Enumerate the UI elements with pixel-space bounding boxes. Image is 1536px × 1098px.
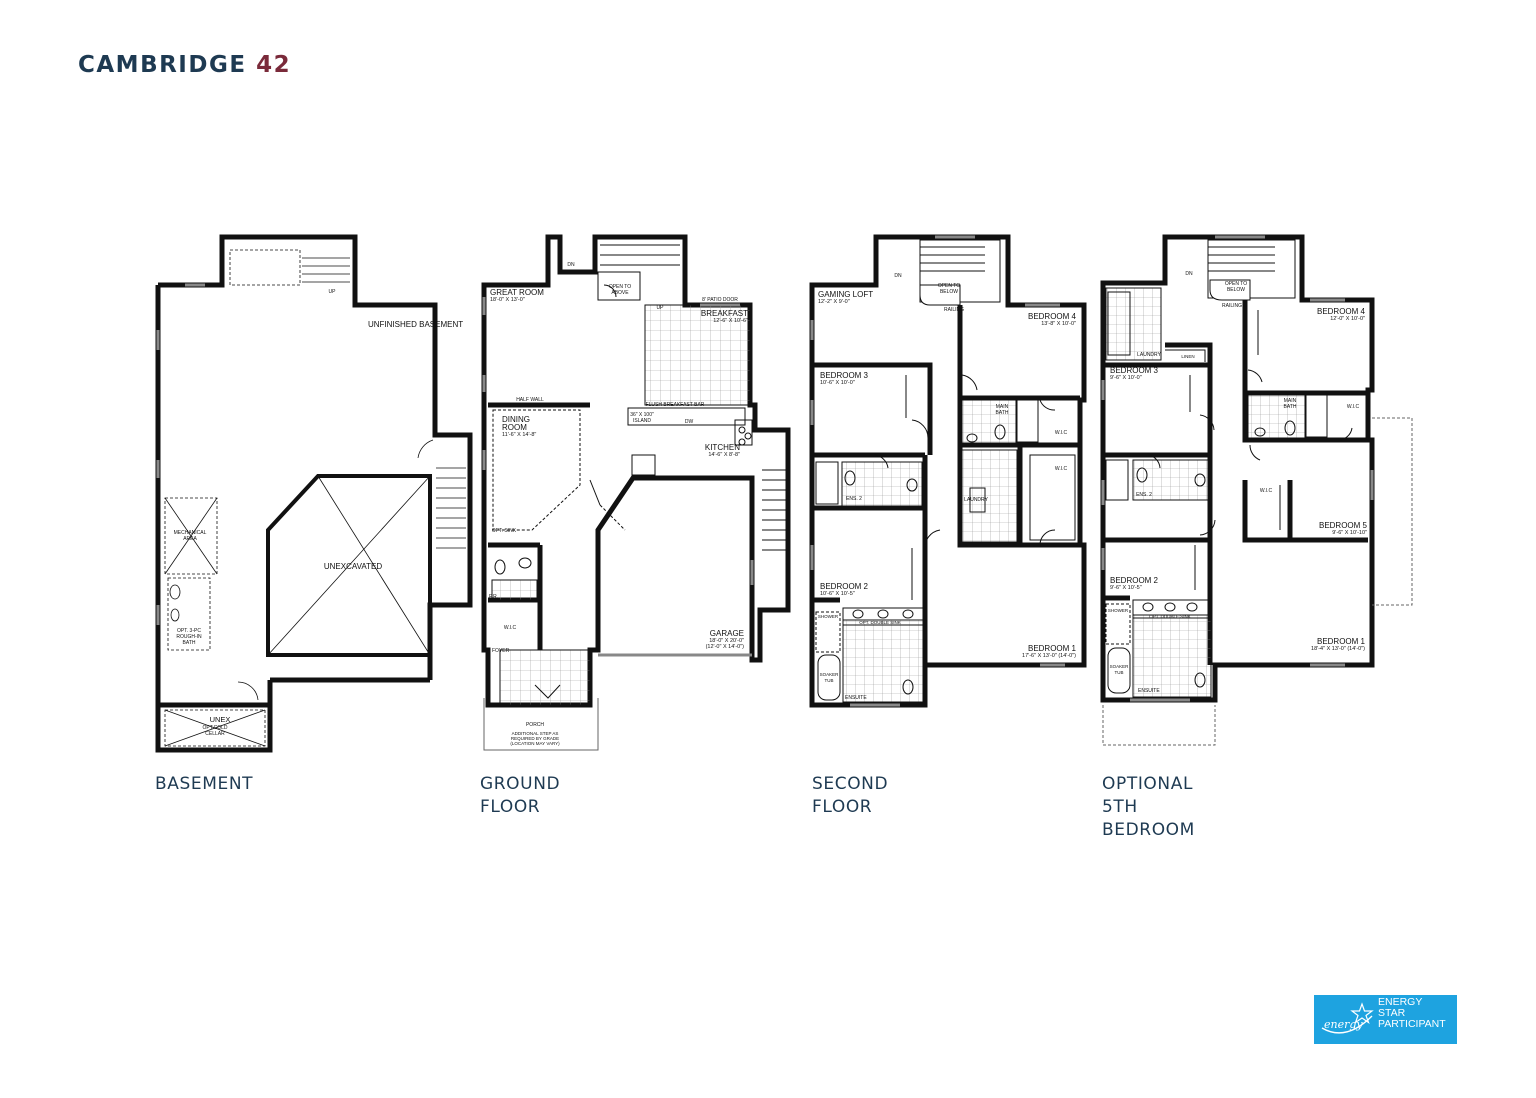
label-linen-optional: LINEN bbox=[1181, 354, 1195, 359]
label-open-to-below-second: OPEN TO BELOW bbox=[937, 283, 961, 295]
basement-plan: UNFINISHED BASEMENT UNEXCAVATED MECHANIC… bbox=[0, 0, 473, 794]
energy-script-text: energy bbox=[1324, 1018, 1363, 1031]
label-unexcavated: UNEXCAVATED bbox=[323, 562, 383, 571]
label-dn-ground: DN bbox=[567, 262, 575, 268]
label-flush-bar: FLUSH BREAKFAST BAR bbox=[645, 402, 705, 408]
label-main-bath-second: MAIN BATH bbox=[995, 404, 1009, 416]
label-up-basement: UP bbox=[328, 289, 336, 295]
caption-optional-5th-bedroom: OPTIONAL 5TH BEDROOM bbox=[1102, 773, 1195, 842]
label-bedroom2-second: BEDROOM 210'-6" x 10'-5" bbox=[820, 582, 869, 598]
label-double-sink-optional: OPT. DOUBLE SINK bbox=[1149, 614, 1191, 619]
label-shower-second: SHOWER bbox=[817, 614, 839, 619]
label-bedroom5-optional: BEDROOM 59'-6" x 10'-10" bbox=[1318, 521, 1367, 537]
label-dn-optional: DN bbox=[1185, 271, 1193, 277]
energy-line3: PARTICIPANT bbox=[1378, 1018, 1446, 1030]
label-mechanical: MECHANICAL AREA bbox=[173, 530, 207, 542]
label-up-ground: UP bbox=[656, 305, 664, 311]
label-wic-second-a: W.I.C bbox=[1054, 430, 1068, 436]
label-ensuite-optional: ENSUITE bbox=[1138, 688, 1160, 694]
label-ens2-second: ENS. 2 bbox=[846, 496, 862, 502]
label-soaker-tub-optional: SOAKER TUB bbox=[1109, 664, 1129, 675]
label-cold-cellar: OPT.COLD CELLAR bbox=[202, 725, 228, 737]
plan-title: CAMBRIDGE 42 bbox=[78, 52, 291, 78]
label-bedroom3-optional: BEDROOM 39'-6" x 10'-0" bbox=[1110, 366, 1159, 382]
energy-line2: STAR bbox=[1378, 1007, 1406, 1019]
label-rough-in-bath: OPT. 3-PC ROUGH-IN BATH bbox=[176, 628, 202, 646]
label-patio-door: 8' PATIO DOOR bbox=[702, 297, 738, 303]
caption-ground-floor: GROUND FLOOR bbox=[480, 774, 561, 817]
plan-title-number: 42 bbox=[256, 52, 292, 78]
label-wic-optional-a: W.I.C bbox=[1346, 404, 1360, 410]
energy-star-icon: energy bbox=[1321, 1002, 1374, 1034]
plan-title-name: CAMBRIDGE bbox=[78, 52, 247, 78]
energy-star-text: ENERGY STAR PARTICIPANT bbox=[1378, 997, 1446, 1030]
label-shower-optional: SHOWER bbox=[1107, 608, 1129, 613]
label-laundry-second: LAUNDRY bbox=[964, 497, 988, 503]
label-bedroom1-optional: BEDROOM 118'-4" x 13'-0" (14'-0") bbox=[1311, 637, 1365, 653]
label-half-wall: HALF WALL bbox=[516, 397, 544, 403]
caption-optional-line1: OPTIONAL 5TH bbox=[1102, 774, 1194, 817]
label-wic-ground: W.I.C bbox=[503, 625, 517, 631]
energy-star-badge: energy ENERGY STAR PARTICIPANT bbox=[1314, 995, 1457, 1044]
label-porch: PORCH bbox=[525, 722, 545, 728]
label-bedroom4-second: BEDROOM 413'-8" x 10'-0" bbox=[1027, 312, 1076, 328]
label-main-bath-optional: MAIN BATH bbox=[1283, 398, 1297, 410]
label-open-to-above: OPEN TO ABOVE bbox=[608, 284, 632, 296]
label-ens2-optional: ENS. 2 bbox=[1136, 492, 1152, 498]
caption-basement: BASEMENT bbox=[155, 774, 254, 794]
label-soaker-tub-second: SOAKER TUB bbox=[819, 672, 839, 683]
label-dn-second: DN bbox=[894, 273, 902, 279]
caption-second-floor: SECOND FLOOR bbox=[812, 774, 889, 817]
optional-5th-bedroom-plan: OPEN TO BELOW RAILING LAUNDRY LINEN BEDR… bbox=[0, 0, 1413, 840]
label-pr: P.R. bbox=[489, 594, 499, 600]
label-unfinished-basement: UNFINISHED BASEMENT bbox=[368, 320, 464, 329]
energy-line1: ENERGY bbox=[1378, 996, 1423, 1008]
label-bedroom3-second: BEDROOM 310'-6" x 10'-0" bbox=[820, 371, 869, 387]
label-foyer: FOYER bbox=[492, 648, 510, 654]
label-bedroom2-optional: BEDROOM 29'-6" x 10'-5" bbox=[1110, 576, 1159, 592]
label-ensuite-second: ENSUITE bbox=[845, 695, 867, 701]
label-wic-second-b: W.I.C bbox=[1054, 466, 1068, 472]
label-bedroom1-second: BEDROOM 117'-6" x 13'-0" (14'-0") bbox=[1022, 644, 1076, 660]
label-open-to-below-optional: OPEN TO BELOW bbox=[1224, 281, 1248, 293]
label-opt-sink: OPT. SINK bbox=[491, 528, 517, 534]
label-bedroom4-optional: BEDROOM 412'-0" x 10'-0" bbox=[1316, 307, 1365, 323]
label-unex: UNEX bbox=[209, 715, 231, 724]
caption-optional-line2: BEDROOM bbox=[1102, 820, 1195, 840]
label-island: 36" x 100" ISLAND bbox=[630, 412, 654, 424]
label-laundry-optional: LAUNDRY bbox=[1137, 352, 1161, 358]
label-dw: DW bbox=[684, 419, 694, 425]
label-railing-optional: RAILING bbox=[1221, 303, 1242, 309]
label-railing-second: RAILING bbox=[943, 307, 964, 313]
label-porch-note: ADDITIONAL STEP AS REQUIRED BY GRADE (LO… bbox=[510, 731, 560, 746]
label-wic-optional-b: W.I.C bbox=[1259, 488, 1273, 494]
label-double-sink-second: OPT. DOUBLE SINK bbox=[859, 620, 901, 625]
